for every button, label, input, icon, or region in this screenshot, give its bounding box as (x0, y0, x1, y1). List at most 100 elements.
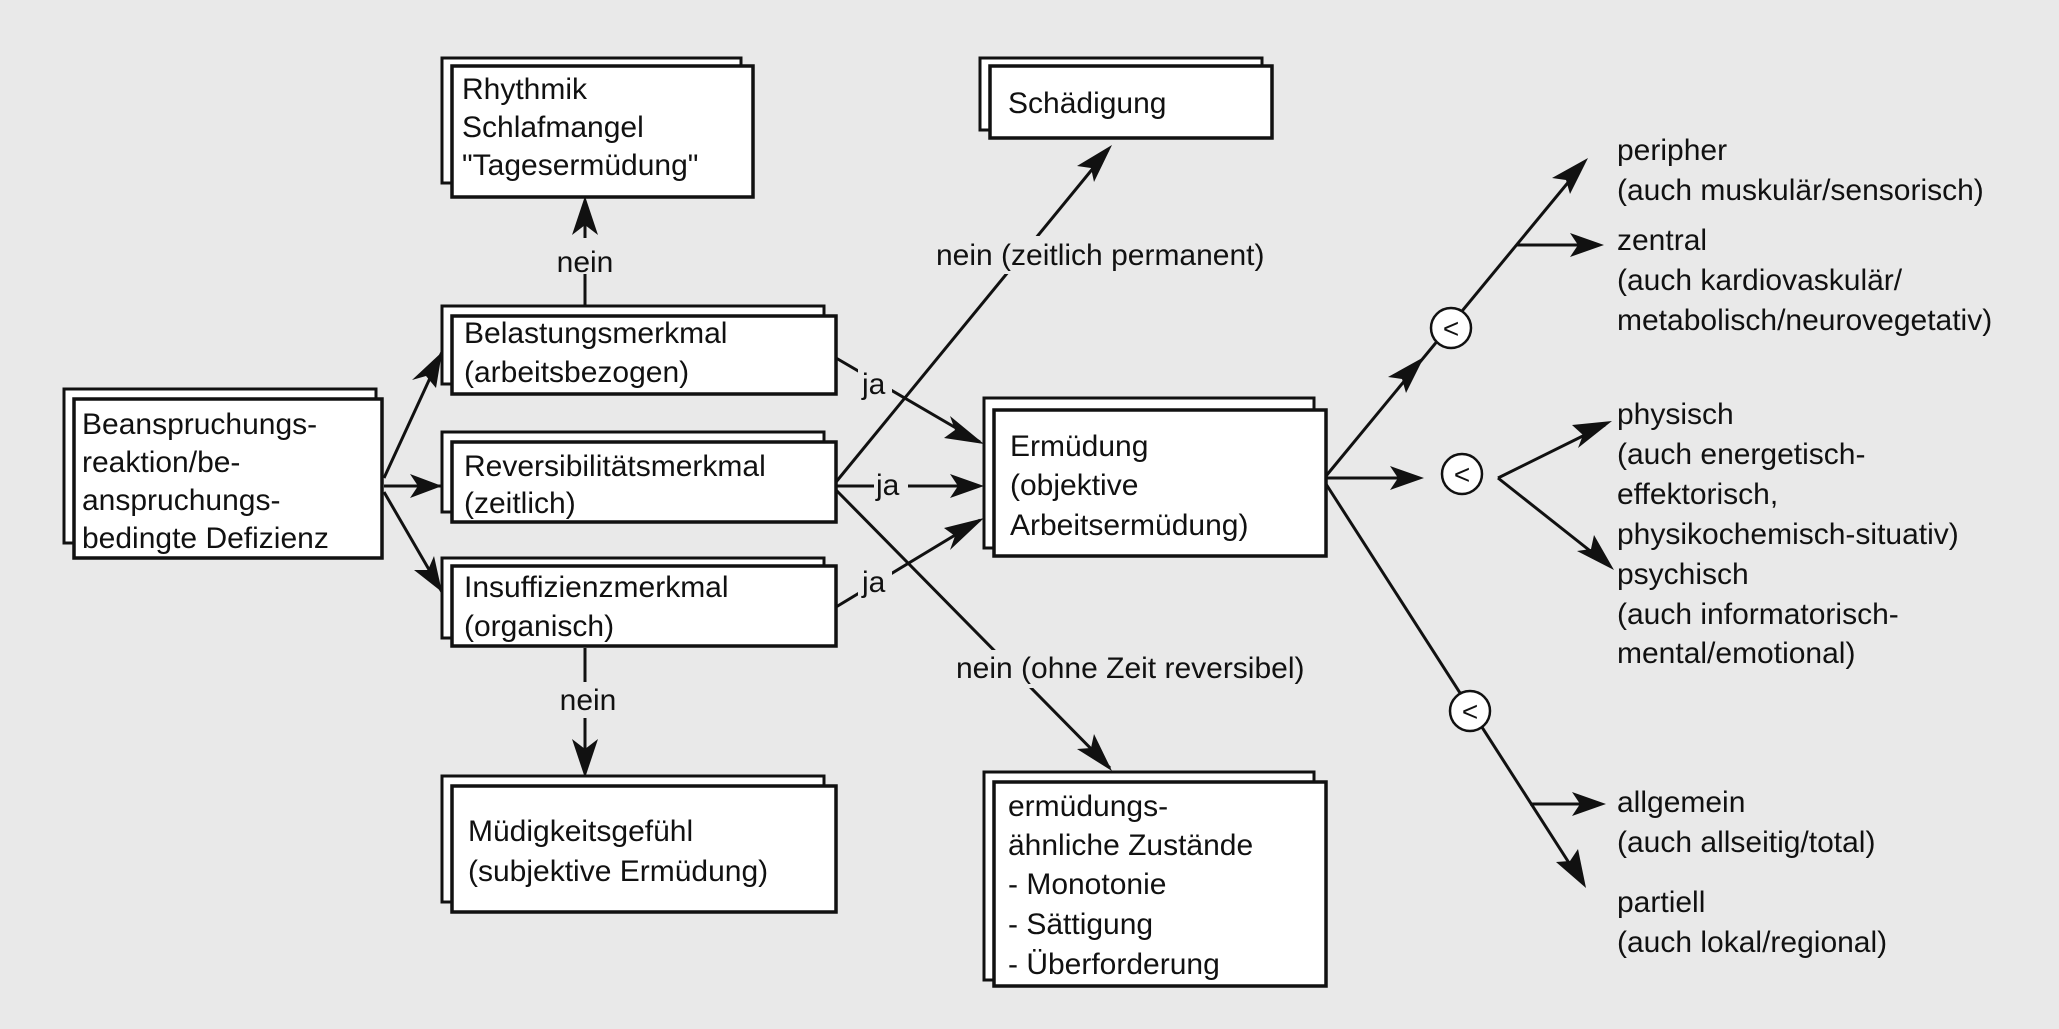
compare-symbol-bottom: < (1462, 696, 1478, 727)
label-allgemein: allgemein (auch allseitig/total) (1617, 786, 1875, 859)
svg-text:ermüdungs- ähnliche Zust: ermüdungs- ähnliche Zustände - Monotonie… (1008, 790, 1262, 981)
label-ja-2: ja (875, 469, 900, 502)
edge-labels: nein nein ja ja ja nein (zeitlich perman… (550, 236, 1338, 718)
arrowhead (412, 352, 442, 388)
box-insuffizienz-line: Insuffizienzmerkmal (464, 571, 729, 604)
label-partiell: partiell (auch lokal/regional) (1617, 886, 1887, 959)
compare-circle-top (1429, 306, 1473, 350)
arrowhead (1077, 734, 1112, 771)
edge-to-partiell (1324, 483, 1582, 881)
box-aehnlich-line: - Sättigung (1008, 908, 1153, 941)
box-aehnlich: ermüdungs- ähnliche Zustände - Monotonie… (982, 770, 1328, 988)
box-muedigkeit-line: (subjektive Ermüdung) (468, 855, 768, 888)
label-physisch: physisch (auch energetisch- effektorisch… (1617, 398, 1959, 551)
arrowhead (1390, 466, 1424, 490)
box-ermuedung-line: Arbeitsermüdung) (1010, 509, 1248, 542)
label-zentral-line: metabolisch/neurovegetativ) (1617, 304, 1992, 337)
label-nein-reversibel: nein (ohne Zeit reversibel) (956, 652, 1305, 685)
arrowhead (944, 518, 984, 550)
svg-text:Ermüdung (objektive: Ermüdung (objektive Arbeitsermüdung) (1010, 430, 1248, 542)
box-beanspruchung-line: anspruchungs- (82, 484, 280, 517)
compare-symbol-top: < (1443, 313, 1459, 344)
box-ermuedung-line: (objektive (1010, 469, 1138, 502)
label-zentral: zentral (auch kardiovaskulär/ metabolisc… (1617, 224, 1992, 337)
box-beanspruchung-line: reaktion/be- (82, 446, 240, 479)
svg-text:Insuffizienzmerkmal (org: Insuffizienzmerkmal (organisch) (464, 571, 737, 643)
label-partiell-line: partiell (1617, 886, 1705, 919)
box-ermuedung: Ermüdung (objektive Arbeitsermüdung) (982, 396, 1328, 558)
arrowhead (1572, 421, 1612, 448)
arrowhead (1552, 158, 1588, 194)
edge-nein-reversibel (834, 488, 1112, 770)
box-rhythmik: Rhythmik Schlafmangel "Tagesermüdung" (440, 56, 755, 199)
box-ermuedung-line: Ermüdung (1010, 430, 1148, 463)
label-psychisch-line: psychisch (1617, 558, 1749, 591)
label-nein-permanent: nein (zeitlich permanent) (936, 239, 1265, 272)
svg-text:Rhythmik Schlafmangel: Rhythmik Schlafmangel "Tagesermüdung" (462, 73, 698, 182)
arrowhead (1556, 849, 1586, 888)
side-labels: peripher (auch muskulär/sensorisch) zent… (1617, 134, 1992, 959)
edge-nein-permanent (834, 149, 1110, 483)
label-peripher: peripher (auch muskulär/sensorisch) (1617, 134, 1984, 207)
label-nein-bottom: nein (560, 684, 617, 717)
arrowhead (1572, 792, 1606, 816)
box-insuffizienz: Insuffizienzmerkmal (organisch) (440, 556, 838, 648)
box-schaedigung: Schädigung (978, 56, 1274, 140)
box-muedigkeit-line: Müdigkeitsgefühl (468, 815, 693, 848)
box-belastung-line: (arbeitsbezogen) (464, 356, 689, 389)
arrowhead (950, 474, 984, 498)
label-psychisch-line: (auch informatorisch- (1617, 598, 1899, 631)
arrowhead (414, 556, 442, 592)
box-reversibilitaet-line: (zeitlich) (464, 487, 576, 520)
label-allgemein-line: (auch allseitig/total) (1617, 826, 1875, 859)
box-aehnlich-line: ermüdungs- (1008, 790, 1168, 823)
arrowhead (1077, 145, 1112, 182)
svg-text:Schädigung: Schädigung (1008, 87, 1166, 120)
label-physisch-line: effektorisch, (1617, 478, 1778, 511)
label-ja-3: ja (861, 566, 886, 599)
label-nein-top: nein (557, 246, 614, 279)
label-partiell-line: (auch lokal/regional) (1617, 926, 1887, 959)
svg-text:Reversibilitätsmerkmal (: Reversibilitätsmerkmal (zeitlich) (464, 450, 774, 520)
svg-text:Belastungsmerkmal (arbei: Belastungsmerkmal (arbeitsbezogen) (464, 317, 736, 389)
box-aehnlich-line: ähnliche Zustände (1008, 829, 1253, 862)
box-schaedigung-line: Schädigung (1008, 87, 1166, 120)
box-belastung-line: Belastungsmerkmal (464, 317, 727, 350)
arrowhead (572, 739, 598, 778)
compare-circle-bottom (1448, 689, 1492, 733)
label-physisch-line: (auch energetisch- (1617, 438, 1865, 471)
svg-text:Müdigkeitsgefühl (subjek: Müdigkeitsgefühl (subjektive Ermüdung) (468, 815, 768, 888)
label-psychisch: psychisch (auch informatorisch- mental/e… (1617, 558, 1907, 670)
box-aehnlich-line: - Monotonie (1008, 868, 1166, 901)
label-zentral-line: zentral (1617, 224, 1707, 257)
box-beanspruchung-line: bedingte Defizienz (82, 522, 329, 555)
arrowhead (410, 474, 442, 498)
arrowhead (944, 416, 984, 444)
label-ja-1: ja (861, 368, 886, 401)
label-physisch-line: physikochemisch-situativ) (1617, 518, 1959, 551)
arrowhead (1577, 535, 1614, 570)
box-beanspruchung-line: Beanspruchungs- (82, 408, 317, 441)
arrowhead (1388, 357, 1424, 393)
box-belastung: Belastungsmerkmal (arbeitsbezogen) (440, 304, 838, 396)
label-allgemein-line: allgemein (1617, 786, 1745, 819)
box-rhythmik-line: Schlafmangel (462, 111, 644, 144)
compare-circle-middle (1440, 452, 1484, 496)
box-insuffizienz-line: (organisch) (464, 610, 614, 643)
compare-symbol-middle: < (1454, 459, 1470, 490)
box-rhythmik-line: "Tagesermüdung" (462, 149, 698, 182)
connectors (382, 145, 1614, 888)
label-zentral-line: (auch kardiovaskulär/ (1617, 264, 1903, 297)
box-aehnlich-line: - Überforderung (1008, 948, 1220, 981)
label-peripher-line: peripher (1617, 134, 1727, 167)
label-physisch-line: physisch (1617, 398, 1734, 431)
box-rhythmik-line: Rhythmik (462, 73, 588, 106)
arrowhead (572, 196, 598, 235)
label-peripher-line: (auch muskulär/sensorisch) (1617, 174, 1984, 207)
svg-text:Beanspruchungs- reaktion: Beanspruchungs- reaktion/be- anspruchung… (82, 408, 329, 555)
box-muedigkeit: Müdigkeitsgefühl (subjektive Ermüdung) (440, 774, 838, 914)
box-beanspruchung: Beanspruchungs- reaktion/be- anspruchung… (62, 387, 384, 560)
box-reversibilitaet-line: Reversibilitätsmerkmal (464, 450, 766, 483)
